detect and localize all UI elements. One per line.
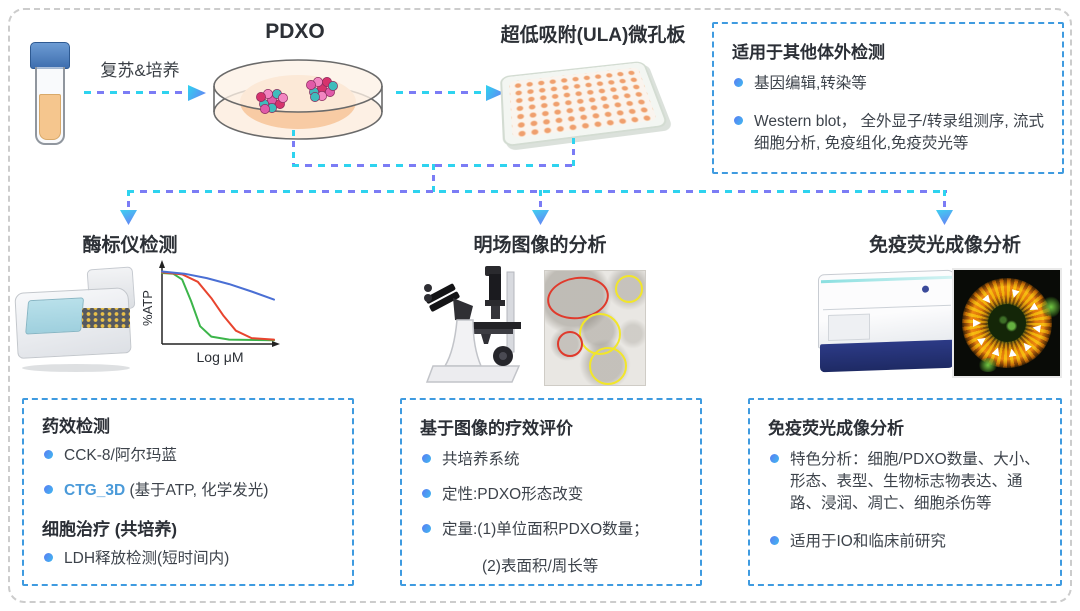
connector-left-branch bbox=[127, 190, 130, 212]
bullet-icon bbox=[734, 78, 743, 87]
efficacy-item: CTG_3D (基于ATP, 化学发光) bbox=[64, 480, 268, 502]
other-assays-item: 基因编辑,转染等 bbox=[754, 75, 867, 92]
connector-right-branch bbox=[943, 190, 946, 212]
organoid-cluster-icon bbox=[306, 77, 338, 102]
annotation-yellow-circle bbox=[589, 347, 627, 385]
imager-divider bbox=[823, 304, 951, 311]
efficacy-item: CCK-8/阿尔玛蓝 bbox=[64, 447, 177, 464]
reader-plate-tray bbox=[82, 308, 130, 328]
microplate-body bbox=[499, 60, 669, 148]
cryovial-cap bbox=[30, 42, 70, 69]
bullet-icon bbox=[44, 485, 53, 494]
diagram-frame bbox=[8, 8, 1072, 603]
image-box-item: 共培养系统 bbox=[442, 451, 520, 468]
if-box-title: 免疫荧光成像分析 bbox=[768, 419, 904, 438]
list-item: Western blot， 全外显子/转录组测序, 流式细胞分析, 免疫组化,免… bbox=[732, 111, 1044, 155]
image-box-title: 基于图像的疗效评价 bbox=[420, 419, 573, 438]
image-box-item: 定量:(1)单位面积PDXO数量； bbox=[442, 521, 649, 538]
cryovial-icon bbox=[28, 40, 72, 150]
imager-logo bbox=[922, 285, 929, 293]
microplate-wells bbox=[508, 67, 658, 139]
list-item: 特色分析：细胞/PDXO数量、大小、形态、表型、生物标志物表达、通路、浸润、凋亡… bbox=[768, 449, 1042, 515]
imaging-system-icon bbox=[818, 268, 958, 378]
efficacy-heading: 药效检测 bbox=[42, 417, 110, 436]
bullet-icon bbox=[422, 454, 431, 463]
organoid-cluster-icon bbox=[256, 89, 288, 114]
other-assays-item: Western blot， 全外显子/转录组测序, 流式细胞分析, 免疫组化,免… bbox=[754, 113, 1044, 152]
connector-dish-to-plate bbox=[396, 91, 486, 94]
efficacy-assay-box: 药效检测 CCK-8/阿尔玛蓝 CTG_3D (基于ATP, 化学发光) 细胞治… bbox=[22, 398, 354, 586]
immunofluorescence-analysis-box: 免疫荧光成像分析 特色分析：细胞/PDXO数量、大小、形态、表型、生物标志物表达… bbox=[748, 398, 1062, 586]
ctg-3d-note: (基于ATP, 化学发光) bbox=[125, 482, 269, 499]
connector-vial-to-dish bbox=[84, 91, 188, 94]
ula-microplate-icon bbox=[498, 50, 669, 150]
image-box-item: 定性:PDXO形态改变 bbox=[442, 486, 584, 503]
brightfield-micrograph bbox=[544, 270, 646, 386]
dose-curve-intermediate bbox=[161, 271, 275, 341]
imager-accent-line bbox=[821, 275, 952, 284]
bullet-icon bbox=[44, 450, 53, 459]
revive-culture-label: 复苏&培养 bbox=[100, 61, 180, 80]
bullet-icon bbox=[422, 489, 431, 498]
if-box-item: 适用于IO和临床前研究 bbox=[790, 533, 946, 550]
plot-ylabel: %ATP bbox=[140, 290, 155, 326]
fluorescence-center bbox=[987, 303, 1027, 343]
plot-xlabel: Log μM bbox=[197, 349, 244, 365]
connector-center-down bbox=[432, 164, 435, 192]
imager-door bbox=[828, 313, 870, 342]
dose-response-curves bbox=[161, 270, 275, 342]
image-box-item-continued: (2)表面积/周长等 bbox=[482, 558, 599, 575]
other-assays-title: 适用于其他体外检测 bbox=[732, 43, 885, 62]
ula-plate-title: 超低吸附(ULA)微孔板 bbox=[500, 25, 686, 46]
imager-housing bbox=[818, 269, 956, 349]
dose-curve-resistant bbox=[161, 270, 275, 301]
other-in-vitro-assays-box: 适用于其他体外检测 基因编辑,转染等 Western blot， 全外显子/转录… bbox=[712, 22, 1064, 174]
ctg-3d-link[interactable]: CTG_3D bbox=[64, 482, 126, 499]
fluorescence-green-blob bbox=[1042, 296, 1060, 318]
plate-reader-icon bbox=[14, 266, 138, 372]
list-item: LDH释放检测(短时间内) bbox=[42, 548, 334, 570]
imager-base bbox=[820, 339, 954, 373]
bullet-icon bbox=[422, 524, 431, 533]
connector-branch-horizontal bbox=[127, 190, 947, 193]
list-item: 定量:(1)单位面积PDXO数量； bbox=[420, 519, 682, 541]
branch-title-immunofluorescence: 免疫荧光成像分析 bbox=[868, 235, 1021, 256]
branch-title-brightfield: 明场图像的分析 bbox=[473, 235, 607, 256]
branch-title-reader: 酶标仪检测 bbox=[82, 235, 178, 256]
annotation-red-circle bbox=[557, 331, 583, 357]
list-item: 基因编辑,转染等 bbox=[732, 73, 1044, 95]
connector-dish-down bbox=[292, 130, 295, 166]
connector-middle-branch bbox=[539, 190, 542, 212]
connector-plate-down bbox=[572, 138, 575, 166]
image-based-efficacy-box: 基于图像的疗效评价 共培养系统 定性:PDXO形态改变 定量:(1)单位面积PD… bbox=[400, 398, 702, 586]
cell-therapy-item: LDH释放检测(短时间内) bbox=[64, 550, 230, 567]
list-item: CTG_3D (基于ATP, 化学发光) bbox=[42, 480, 334, 502]
bullet-icon bbox=[734, 116, 743, 125]
dose-response-plot: %ATP Log μM bbox=[140, 260, 280, 365]
annotation-yellow-circle bbox=[615, 275, 643, 303]
list-item: 共培养系统 bbox=[420, 449, 682, 471]
bullet-icon bbox=[770, 454, 779, 463]
if-box-item: 特色分析：细胞/PDXO数量、大小、形态、表型、生物标志物表达、通路、浸润、凋亡… bbox=[790, 451, 1040, 512]
bullet-icon bbox=[44, 553, 53, 562]
pdxo-title: PDXO bbox=[265, 20, 325, 43]
cell-therapy-heading: 细胞治疗 (共培养) bbox=[42, 520, 178, 539]
fluorescence-organoid-image bbox=[952, 268, 1062, 378]
inverted-microscope-icon bbox=[424, 266, 521, 383]
list-item: 适用于IO和临床前研究 bbox=[768, 531, 1042, 553]
fluorescence-green-blob bbox=[978, 358, 998, 372]
list-item: 定性:PDXO形态改变 bbox=[420, 484, 682, 506]
list-item: CCK-8/阿尔玛蓝 bbox=[42, 445, 334, 467]
cryovial-liquid bbox=[39, 94, 61, 140]
reader-screen bbox=[25, 297, 85, 335]
bullet-icon bbox=[770, 536, 779, 545]
petri-dish-icon bbox=[213, 59, 383, 140]
dose-curve-sensitive bbox=[161, 272, 275, 342]
reader-shadow bbox=[22, 364, 130, 372]
